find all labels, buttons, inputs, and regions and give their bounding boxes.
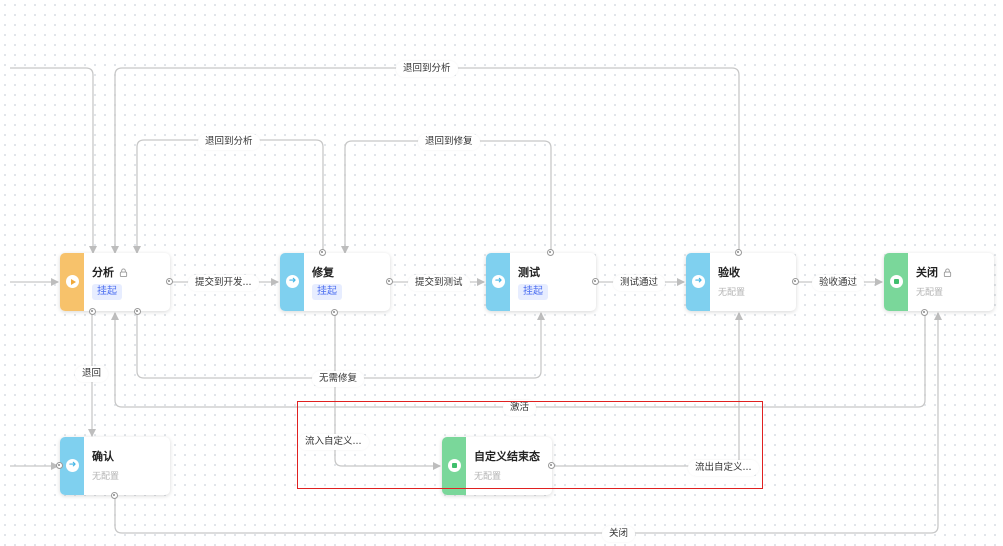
port-close-bottom[interactable]: [921, 309, 928, 316]
port-analyze-right[interactable]: [166, 278, 173, 285]
node-fix[interactable]: ➜ 修复 挂起: [280, 253, 390, 311]
port-analyze-bottom[interactable]: [89, 308, 96, 315]
lock-icon: [943, 267, 952, 277]
stop-icon: [448, 459, 461, 472]
node-title: 验收: [718, 266, 740, 279]
status-badge: 挂起: [312, 284, 342, 300]
node-title: 关闭: [916, 266, 938, 279]
status-text: 无配置: [92, 472, 120, 482]
node-test[interactable]: ➜ 测试 挂起: [486, 253, 596, 311]
port-test-top[interactable]: [547, 249, 554, 256]
selection-box: [297, 401, 763, 489]
lock-icon: [119, 267, 128, 277]
edge-label-test-pass[interactable]: 测试通过: [613, 275, 666, 291]
edge-flow-in-custom: [334, 313, 441, 470]
edge-activate: [111, 312, 926, 408]
status-badge: 挂起: [518, 284, 548, 300]
edge-label-accept-pass[interactable]: 验收通过: [812, 275, 865, 291]
port-test-right[interactable]: [592, 278, 599, 285]
stop-icon: [890, 275, 903, 288]
node-accept[interactable]: ➜ 验收 无配置: [686, 253, 796, 311]
port-analyze-bottom-2[interactable]: [134, 308, 141, 315]
edge-label-no-fix[interactable]: 无需修复: [312, 371, 365, 387]
status-badge: 挂起: [92, 284, 122, 300]
edge-label-back-to-analyze[interactable]: 退回到分析: [198, 134, 260, 150]
edge-close: [114, 312, 942, 534]
node-title: 自定义结束态: [474, 450, 540, 463]
edge-label-flow-out-custom[interactable]: 流出自定义...: [688, 460, 759, 476]
port-fix-top[interactable]: [319, 249, 326, 256]
edge-left-into-analyze-top: [10, 67, 97, 254]
edge-label-flow-in-custom[interactable]: 流入自定义...: [298, 434, 369, 450]
edge-label-close[interactable]: 关闭: [602, 526, 636, 542]
port-accept-top[interactable]: [735, 249, 742, 256]
edge-back-to-analyze-top: [111, 67, 740, 254]
arrow-right-icon: ➜: [692, 275, 705, 288]
edge-label-activate[interactable]: 激活: [503, 400, 537, 416]
port-fix-bottom[interactable]: [331, 309, 338, 316]
edge-back-to-fix: [341, 140, 552, 254]
node-title: 修复: [312, 266, 334, 279]
status-text: 无配置: [718, 288, 746, 298]
edge-no-fix: [136, 312, 545, 379]
port-custom-end-right[interactable]: [548, 462, 555, 469]
port-confirm-bottom[interactable]: [111, 492, 118, 499]
port-fix-right[interactable]: [386, 278, 393, 285]
edge-label-submit-dev[interactable]: 提交到开发...: [188, 275, 259, 291]
node-confirm[interactable]: ➜ 确认 无配置: [60, 437, 170, 495]
edge-back-to-analyze: [133, 139, 324, 254]
arrow-right-icon: ➜: [66, 459, 79, 472]
node-title: 分析: [92, 266, 114, 279]
node-close[interactable]: 关闭 无配置: [884, 253, 994, 311]
arrow-right-icon: ➜: [286, 275, 299, 288]
node-custom-end[interactable]: 自定义结束态 无配置: [442, 437, 552, 495]
node-title: 确认: [92, 450, 114, 463]
node-analyze[interactable]: 分析 挂起: [60, 253, 170, 311]
status-text: 无配置: [916, 288, 944, 298]
node-title: 测试: [518, 266, 540, 279]
arrow-right-icon: ➜: [492, 275, 505, 288]
status-text: 无配置: [474, 472, 502, 482]
edge-label-submit-test[interactable]: 提交到测试: [408, 275, 470, 291]
play-icon: [66, 275, 79, 288]
edge-label-return[interactable]: 退回: [75, 366, 109, 382]
port-accept-right[interactable]: [792, 278, 799, 285]
edge-label-back-to-fix[interactable]: 退回到修复: [418, 134, 480, 150]
port-confirm-left[interactable]: [56, 462, 63, 469]
edge-label-back-to-analyze-top[interactable]: 退回到分析: [396, 61, 458, 77]
